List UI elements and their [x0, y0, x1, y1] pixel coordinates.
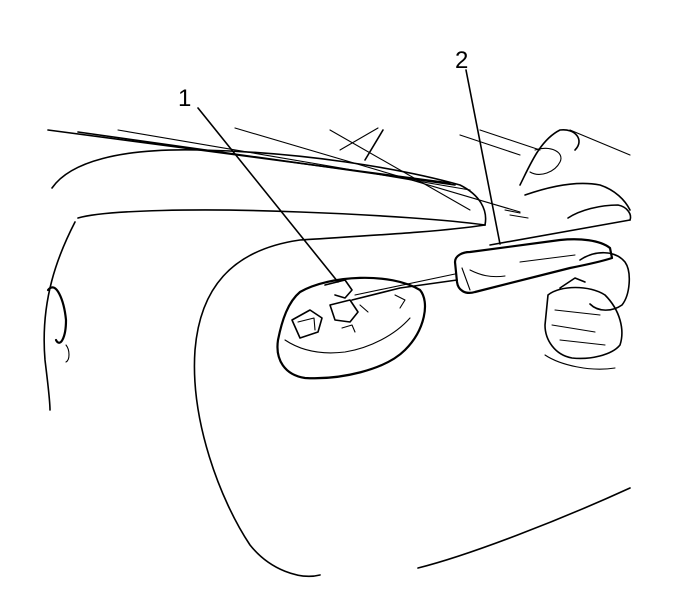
- hand-and-wheel: [504, 129, 632, 370]
- leader-lines: [197, 69, 501, 283]
- callout-label-1: 1: [178, 85, 191, 112]
- trim-tool: [351, 238, 614, 301]
- leader-line-1: [197, 107, 339, 283]
- side-marker-lamp: [276, 276, 427, 380]
- windshield-lines: [47, 127, 631, 213]
- callout-label-2: 2: [455, 47, 468, 74]
- fender-outline: [43, 149, 631, 577]
- leader-line-2: [465, 69, 501, 245]
